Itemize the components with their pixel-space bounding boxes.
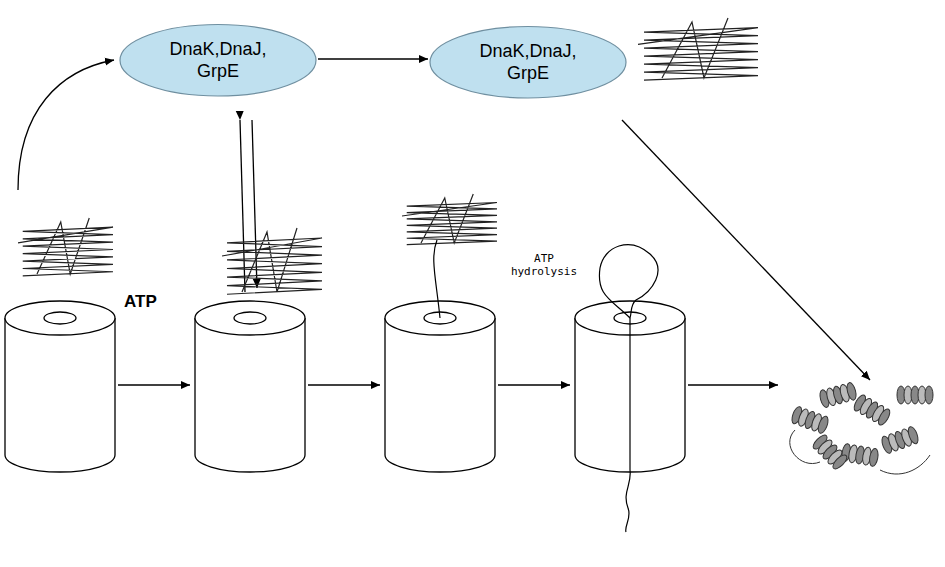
chaperonin-barrel <box>195 301 305 472</box>
node-text: DnaK,DnaJ, GrpE <box>468 40 588 84</box>
chaperone-ellipse: DnaK,DnaJ, GrpE <box>118 23 318 97</box>
node-text: DnaK,DnaJ, GrpE <box>158 38 278 82</box>
unfolded-protein <box>638 18 758 80</box>
unfolded-protein <box>402 194 497 245</box>
chaperonin-barrel <box>385 301 495 472</box>
step-arrow <box>688 384 778 385</box>
chaperone-ellipse: DnaK,DnaJ, GrpE <box>428 25 628 99</box>
exchange-arrow <box>240 120 245 292</box>
step-arrow <box>498 384 570 385</box>
unfolded-protein <box>222 228 322 294</box>
unfolded-protein <box>18 218 113 276</box>
hydrolysis-label: ATP hydrolysis <box>504 252 584 278</box>
polypeptide-thread <box>434 240 440 318</box>
step-arrow <box>308 384 380 385</box>
step-arrow <box>118 384 190 385</box>
folded-protein <box>790 382 933 474</box>
binding-arrow <box>18 60 114 190</box>
polypeptide-loop <box>599 245 658 318</box>
atp-label: ATP <box>124 292 157 312</box>
flow-arrow <box>318 58 428 59</box>
ellipse-outline <box>428 25 628 99</box>
chaperonin-barrel <box>5 301 115 472</box>
ellipse-outline <box>118 23 318 97</box>
polypeptide-tail <box>626 318 631 532</box>
release-arrow <box>622 120 870 380</box>
